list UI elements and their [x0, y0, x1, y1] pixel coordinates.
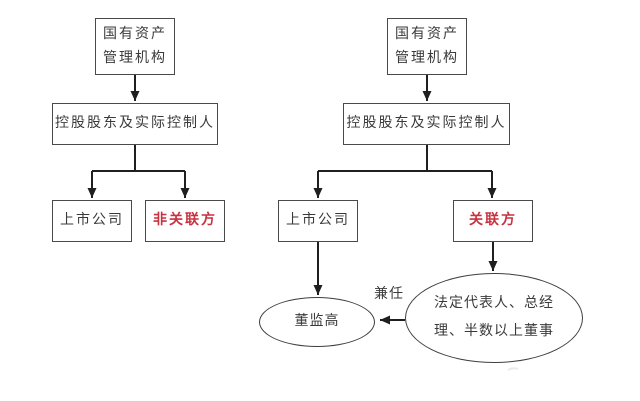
- non-related-party-label: 非关联方: [153, 213, 217, 228]
- node-related-party: 关联方: [453, 200, 533, 242]
- branch-line-left: [92, 145, 185, 172]
- branch-line-right: [318, 145, 492, 172]
- asset-agency-right-line1: 国有资产: [395, 26, 459, 42]
- node-asset-agency-left: 国有资产 管理机构: [95, 18, 175, 75]
- asset-agency-right-line2: 管理机构: [395, 50, 459, 66]
- node-listed-company-left: 上市公司: [52, 200, 132, 242]
- node-controller-left: 控股股东及实际控制人: [52, 103, 218, 145]
- node-controller-right: 控股股东及实际控制人: [343, 103, 510, 145]
- node-legal-representatives-ellipse: 法定代表人、总经 理、半数以上董事: [405, 273, 583, 363]
- listed-company-left-label: 上市公司: [60, 213, 124, 228]
- controller-right-label: 控股股东及实际控制人: [346, 116, 507, 131]
- node-listed-company-right: 上市公司: [278, 200, 358, 242]
- node-directors-ellipse: 董监高: [259, 297, 375, 347]
- asset-agency-left-line1: 国有资产: [103, 26, 167, 42]
- legal-representatives-line1: 法定代表人、总经: [434, 296, 554, 311]
- controller-left-label: 控股股东及实际控制人: [55, 116, 215, 131]
- directors-label: 董监高: [294, 314, 340, 329]
- concurrent-role-label: 兼任: [374, 287, 404, 302]
- node-asset-agency-right: 国有资产 管理机构: [387, 18, 467, 75]
- asset-agency-left-line2: 管理机构: [103, 50, 167, 66]
- related-party-label: 关联方: [469, 213, 517, 228]
- listed-company-right-label: 上市公司: [286, 213, 350, 228]
- legal-representatives-line2: 理、半数以上董事: [434, 324, 554, 339]
- node-non-related-party: 非关联方: [145, 200, 225, 242]
